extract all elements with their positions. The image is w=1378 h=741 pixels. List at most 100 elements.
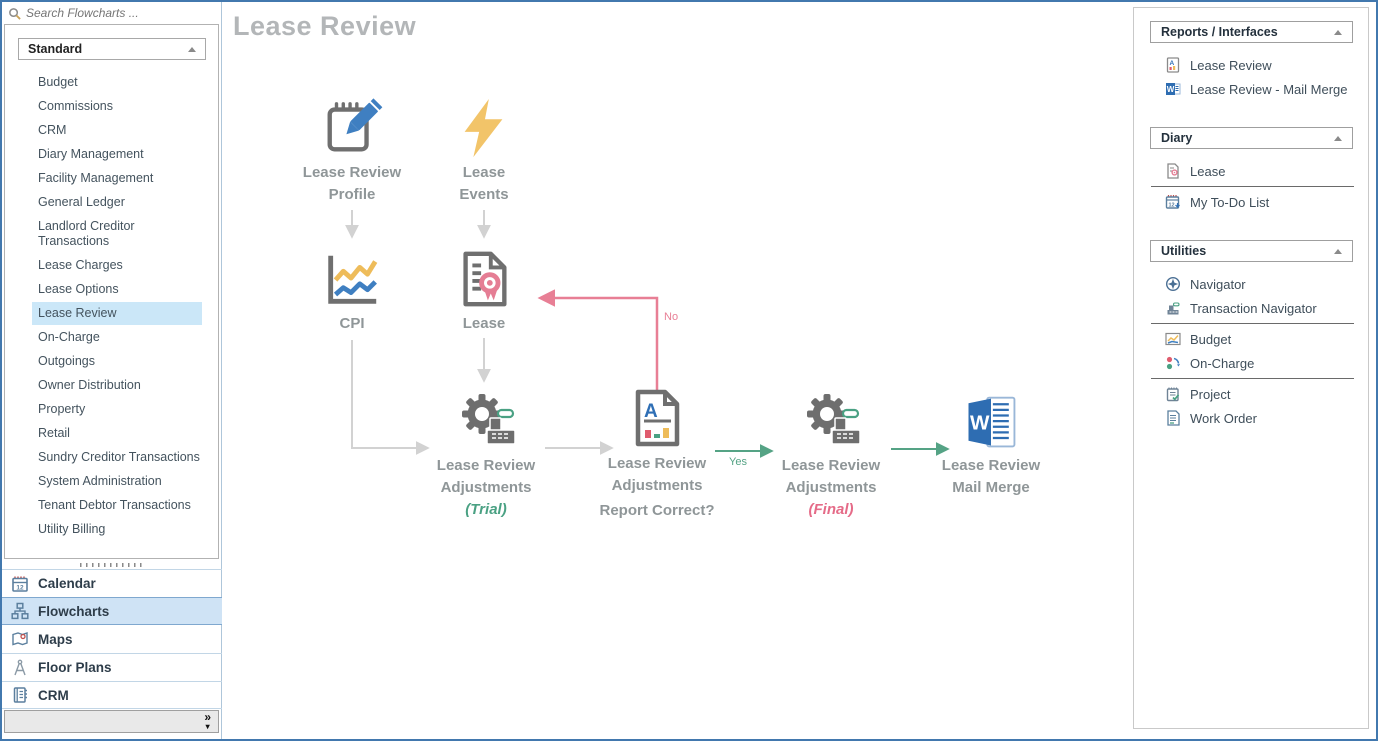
- node-lease-events[interactable]: Lease Events: [414, 97, 554, 206]
- flowchart-item-on-charge[interactable]: On-Charge: [38, 330, 100, 344]
- flowchart-item-general-ledger[interactable]: General Ledger: [38, 195, 125, 209]
- panel-item-label: Work Order: [1190, 410, 1257, 426]
- svg-text:12: 12: [16, 584, 24, 591]
- flowchart-item-retail[interactable]: Retail: [38, 426, 70, 440]
- navigator-compass-icon: [1165, 276, 1181, 292]
- flowchart-item-lease-options[interactable]: Lease Options: [38, 282, 119, 296]
- panel-item-navigator[interactable]: Navigator: [1134, 272, 1368, 296]
- expand-collapse-icon[interactable]: » ▾: [204, 711, 211, 731]
- panel-item-my-to-do-list[interactable]: 12 My To-Do List: [1134, 190, 1368, 214]
- group-header-label: Standard: [28, 42, 83, 56]
- flowchart-item-system-administration[interactable]: System Administration: [38, 474, 162, 488]
- group-header-label: Reports / Interfaces: [1161, 25, 1278, 39]
- panel-item-work-order[interactable]: Work Order: [1134, 406, 1368, 430]
- panel-item-lease-diary[interactable]: Lease: [1134, 159, 1368, 183]
- node-lease-review-adjustments-report[interactable]: A Lease Review Adjustments Report Correc…: [582, 386, 732, 522]
- edge-no-feedback: [537, 289, 659, 392]
- panel-item-lease-review-report[interactable]: A Lease Review: [1134, 53, 1368, 77]
- panel-item-on-charge[interactable]: On-Charge: [1134, 351, 1368, 375]
- notepad-pencil-icon: [327, 98, 383, 152]
- node-lease-review-adjustments-final[interactable]: Lease Review Adjustments (Final): [761, 388, 901, 521]
- flowchart-item-facility-management[interactable]: Facility Management: [38, 171, 154, 185]
- flowchart-item-budget[interactable]: Budget: [38, 75, 78, 89]
- panel-item-label: Transaction Navigator: [1190, 300, 1317, 316]
- group-header-utilities[interactable]: Utilities: [1150, 240, 1353, 262]
- search-input[interactable]: [26, 6, 221, 20]
- nav-label: Floor Plans: [38, 660, 112, 675]
- nav-item-crm[interactable]: CRM: [2, 681, 222, 709]
- splitter-grip-icon: [79, 562, 144, 567]
- panel-item-label: Lease Review - Mail Merge: [1190, 81, 1348, 97]
- node-label: Lease Review: [941, 457, 1041, 474]
- word-small-icon: W: [1166, 83, 1181, 95]
- svg-text:A: A: [644, 401, 658, 422]
- svg-text:A: A: [1170, 60, 1175, 67]
- collapse-chevron-up-icon: [1334, 29, 1342, 35]
- node-label: CPI: [339, 315, 365, 332]
- node-sublabel-final: (Final): [808, 501, 854, 518]
- panel-item-label: Budget: [1190, 331, 1232, 347]
- flowchart-item-landlord-creditor-transactions[interactable]: Landlord Creditor Transactions: [38, 219, 135, 248]
- main-content: Lease Review No Yes: [223, 2, 1133, 739]
- sidebar-collapse-bar[interactable]: » ▾: [4, 710, 219, 733]
- group-header-standard[interactable]: Standard: [18, 38, 206, 60]
- node-label: Adjustments: [785, 479, 877, 496]
- flowchart-item-tenant-debtor-transactions[interactable]: Tenant Debtor Transactions: [38, 498, 191, 512]
- word-icon: W: [968, 396, 1016, 448]
- nav-item-floor-plans[interactable]: Floor Plans: [2, 653, 222, 681]
- sidebar-splitter[interactable]: [2, 561, 221, 568]
- map-icon: [12, 632, 28, 646]
- nav-item-calendar[interactable]: 12 Calendar: [2, 569, 222, 597]
- svg-text:W: W: [1167, 85, 1175, 94]
- node-lease[interactable]: Lease: [414, 248, 554, 335]
- gear-register-icon: [807, 394, 861, 445]
- node-lease-review-profile[interactable]: Lease Review Profile: [282, 97, 422, 206]
- group-header-diary[interactable]: Diary: [1150, 127, 1353, 149]
- nav-item-flowcharts[interactable]: Flowcharts: [2, 597, 222, 625]
- svg-text:12: 12: [1168, 202, 1174, 208]
- flowchart-list: Budget Commissions CRM Diary Management …: [5, 71, 218, 541]
- flowchart-item-commissions[interactable]: Commissions: [38, 99, 114, 113]
- flowchart-item-outgoings[interactable]: Outgoings: [38, 354, 95, 368]
- node-cpi[interactable]: CPI: [282, 248, 422, 335]
- flowchart-item-diary-management[interactable]: Diary Management: [38, 147, 144, 161]
- collapse-chevron-up-icon: [1334, 248, 1342, 254]
- panel-item-project[interactable]: Project: [1134, 382, 1368, 406]
- node-label: Lease Review: [607, 455, 707, 472]
- project-notepad-icon: [1166, 387, 1180, 402]
- flowchart-item-lease-charges[interactable]: Lease Charges: [38, 258, 123, 272]
- lightning-icon: [464, 98, 503, 158]
- group-header-label: Diary: [1161, 131, 1193, 145]
- collapse-chevron-up-icon: [188, 46, 196, 52]
- svg-text:W: W: [970, 412, 990, 435]
- flowchart-item-lease-review[interactable]: Lease Review: [32, 302, 202, 325]
- crm-icon: [13, 687, 27, 703]
- flowchart-item-sundry-creditor-transactions[interactable]: Sundry Creditor Transactions: [38, 450, 200, 464]
- flowchart-item-utility-billing[interactable]: Utility Billing: [38, 522, 106, 536]
- calendar-icon: 12: [12, 576, 28, 592]
- todo-calendar-icon: 12: [1165, 195, 1180, 209]
- group-header-reports-interfaces[interactable]: Reports / Interfaces: [1150, 21, 1353, 43]
- edge-label-no: No: [664, 311, 678, 323]
- node-lease-review-adjustments-trial[interactable]: Lease Review Adjustments (Trial): [416, 388, 556, 521]
- node-label: Profile: [328, 186, 376, 203]
- panel-item-budget[interactable]: Budget: [1134, 327, 1368, 351]
- on-charge-icon: [1166, 356, 1180, 370]
- nav-label: CRM: [38, 687, 69, 703]
- nav-item-maps[interactable]: Maps: [2, 625, 222, 653]
- group-reports-interfaces: Reports / Interfaces A Lease Review W Le…: [1134, 21, 1368, 111]
- floor-plan-icon: [14, 659, 26, 675]
- node-lease-review-mail-merge[interactable]: W Lease Review Mail Merge: [921, 392, 1061, 499]
- panel-item-lease-review-mail-merge[interactable]: W Lease Review - Mail Merge: [1134, 77, 1368, 101]
- divider: [1151, 378, 1354, 379]
- report-small-icon: A: [1166, 57, 1180, 73]
- panel-item-transaction-navigator[interactable]: Transaction Navigator: [1134, 296, 1368, 320]
- page-title: Lease Review: [233, 11, 417, 41]
- node-sublabel-trial: (Trial): [465, 501, 507, 518]
- flowchart-list-panel: Standard Budget Commissions CRM Diary Ma…: [4, 24, 219, 559]
- flowchart-item-owner-distribution[interactable]: Owner Distribution: [38, 378, 141, 392]
- flowchart-item-property[interactable]: Property: [38, 402, 86, 416]
- nav-label: Calendar: [38, 576, 96, 591]
- flowchart-item-crm[interactable]: CRM: [38, 123, 67, 137]
- line-chart-icon: [328, 255, 378, 304]
